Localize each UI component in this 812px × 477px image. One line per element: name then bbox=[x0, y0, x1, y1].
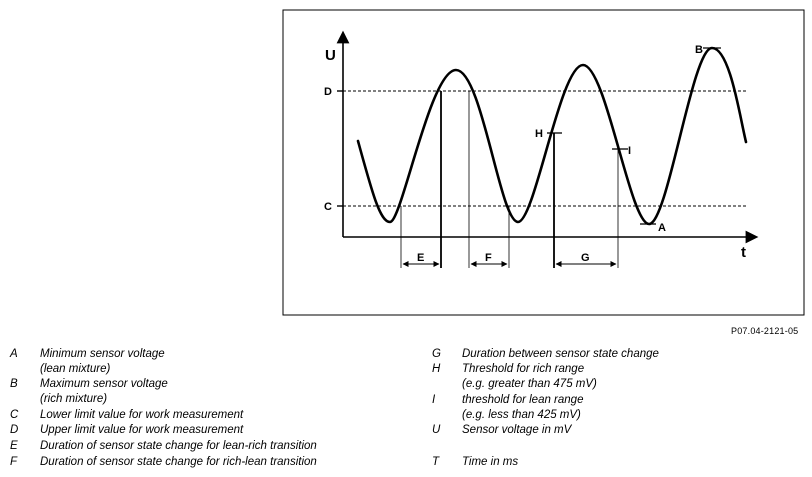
legend-key: D bbox=[10, 424, 19, 436]
legend-key: I bbox=[432, 394, 436, 406]
legend-text: Maximum sensor voltage (rich mixture) bbox=[40, 377, 168, 407]
legend-key: H bbox=[432, 363, 441, 375]
interval-g-label: G bbox=[581, 252, 590, 264]
legend-key: U bbox=[432, 424, 441, 436]
lower-limit-label: C bbox=[324, 201, 332, 213]
minimum-label: A bbox=[658, 222, 666, 234]
horizontal-axis-label: t bbox=[741, 244, 746, 261]
legend-key: B bbox=[10, 378, 18, 390]
legend-key: A bbox=[10, 348, 18, 360]
legend-text: Time in ms bbox=[462, 456, 519, 468]
diagram-frame bbox=[282, 9, 805, 316]
legend-key: C bbox=[10, 409, 19, 421]
legend-key: T bbox=[432, 456, 440, 468]
legend-text: Sensor voltage in mV bbox=[462, 424, 572, 436]
rich-threshold-label: H bbox=[535, 128, 543, 140]
lean-threshold-label: I bbox=[628, 145, 631, 157]
maximum-label: B bbox=[695, 44, 703, 56]
vertical-axis-label: U bbox=[325, 47, 336, 64]
interval-e-label: E bbox=[417, 252, 424, 264]
interval-f-label: F bbox=[485, 252, 492, 264]
figure-reference-code: P07.04-2121-05 bbox=[731, 326, 799, 336]
legend-text: Duration of sensor state change for rich… bbox=[40, 456, 317, 468]
legend-text: Lower limit value for work measurement bbox=[40, 409, 244, 421]
legend-line: (lean mixture) bbox=[40, 363, 111, 375]
legend-line: (e.g. greater than 475 mV) bbox=[462, 378, 597, 390]
legend-line: (rich mixture) bbox=[40, 393, 108, 405]
legend-line: Threshold for rich range bbox=[462, 363, 585, 375]
upper-limit-label: D bbox=[324, 86, 332, 98]
legend-text: Minimum sensor voltage (lean mixture) bbox=[40, 347, 165, 377]
legend-text: Threshold for rich range (e.g. greater t… bbox=[462, 362, 597, 392]
legend-line: threshold for lean range bbox=[462, 394, 584, 406]
legend-key: F bbox=[10, 456, 18, 468]
sensor-voltage-curve bbox=[356, 46, 748, 226]
legend-key: E bbox=[10, 440, 18, 452]
legend-line: (e.g. less than 425 mV) bbox=[462, 409, 581, 421]
legend-key: G bbox=[432, 348, 441, 360]
legend-line: Maximum sensor voltage bbox=[40, 378, 168, 390]
legend-text: Duration of sensor state change for lean… bbox=[40, 440, 317, 452]
legend-text: Duration between sensor state change bbox=[462, 348, 659, 360]
legend-line: Minimum sensor voltage bbox=[40, 348, 165, 360]
legend-text: Upper limit value for work measurement bbox=[40, 424, 244, 436]
legend-text: threshold for lean range (e.g. less than… bbox=[462, 393, 583, 423]
sensor-voltage-diagram: U t D C E F G H I A B bbox=[282, 9, 805, 316]
